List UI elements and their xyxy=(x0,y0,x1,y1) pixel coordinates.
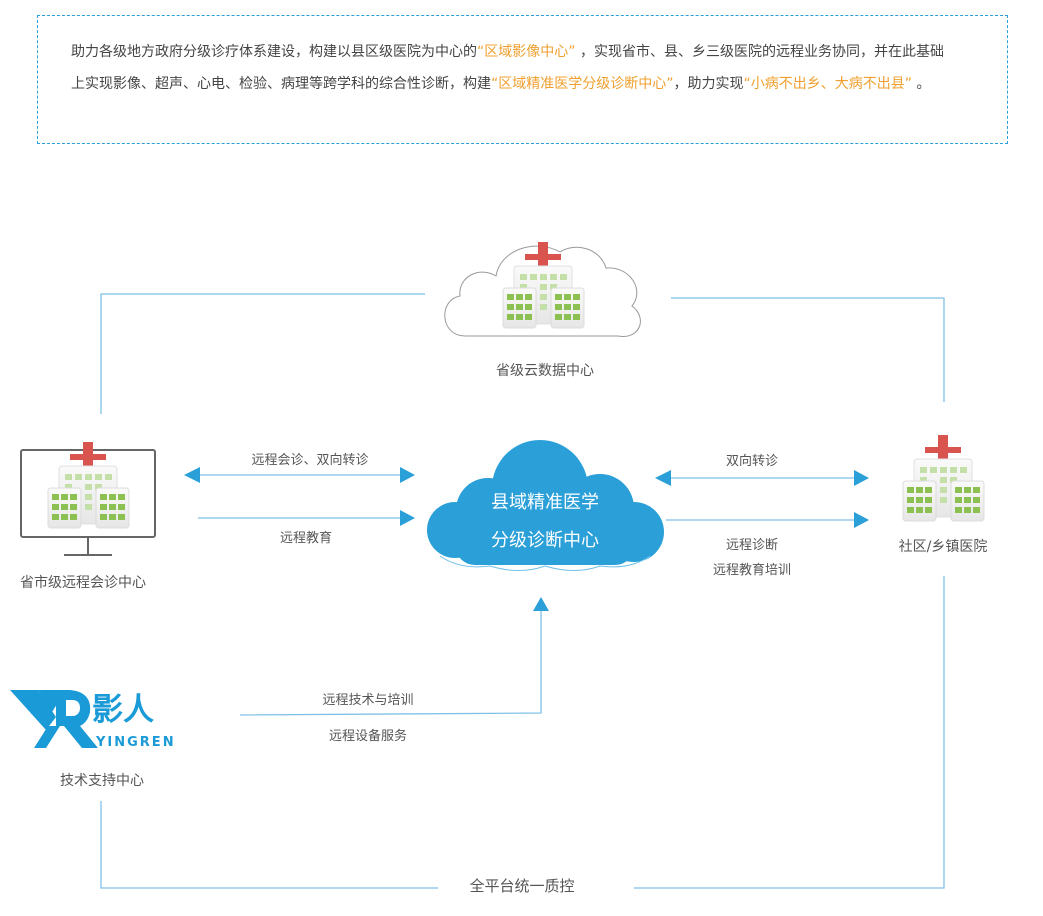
yingren-logo xyxy=(10,690,98,748)
arrowhead-left xyxy=(184,467,200,483)
arrowhead-right xyxy=(400,510,415,526)
arrowhead-right xyxy=(854,512,869,528)
connector-city-to-provincial xyxy=(100,293,425,414)
edge-label-referral: 双向转诊 xyxy=(725,454,779,469)
intro-highlight: “区域精准医学分级诊断中心” xyxy=(491,76,674,92)
city-center-label: 省市级远程会诊中心 xyxy=(20,575,146,591)
provincial-cloud-label: 省级云数据中心 xyxy=(496,363,594,379)
logo-english: YINGREN xyxy=(95,735,176,750)
edge-label-training: 远程教育培训 xyxy=(712,563,792,578)
arrowhead-up xyxy=(533,597,549,611)
intro-segment: 助力各级地方政府分级诊疗体系建设，构建以县区级医院为中心的 xyxy=(71,44,477,60)
intro-box: 助力各级地方政府分级诊疗体系建设，构建以县区级医院为中心的“区域影像中心” ，实… xyxy=(37,15,1008,144)
county-cloud-icon xyxy=(427,440,664,571)
community-hospital-icon xyxy=(902,434,985,522)
community-hospital-label: 社区/乡镇医院 xyxy=(898,539,988,555)
connector-tech-to-county xyxy=(239,610,542,716)
edge-label-tech-training: 远程技术与培训 xyxy=(322,693,414,708)
county-center-line1: 县域精准医学 xyxy=(491,492,599,513)
quality-control-label: 全平台统一质控 xyxy=(459,875,585,896)
connector-tech-quality xyxy=(100,801,438,889)
edge-label-education: 远程教育 xyxy=(279,531,333,546)
logo-chinese: 影人 xyxy=(92,692,154,728)
connector-community-quality xyxy=(634,576,945,889)
intro-segment: ，助力实现 xyxy=(673,76,744,92)
arrowhead-left xyxy=(655,470,671,486)
county-center-label: 县域精准医学 分级诊断中心 xyxy=(491,484,599,560)
edge-label-diagnosis: 远程诊断 xyxy=(725,538,779,553)
edge-label-consult-referral: 远程会诊、双向转诊 xyxy=(251,453,369,468)
connector-provincial-to-community xyxy=(671,297,945,402)
tech-support-label: 技术支持中心 xyxy=(60,773,144,789)
arrowhead-right xyxy=(400,467,415,483)
arrowhead-right xyxy=(854,470,869,486)
edge-label-equipment-service: 远程设备服务 xyxy=(328,729,408,744)
intro-segment: ，实现省市、县、乡三级医院的远程业务协同，并在此基础上实现影像、超声、心电、检验… xyxy=(71,44,944,92)
intro-highlight: “小病不出乡、大病不出县” xyxy=(743,76,913,92)
intro-segment: 。 xyxy=(912,76,931,92)
intro-highlight: “区域影像中心” xyxy=(477,44,576,60)
intro-text: 助力各级地方政府分级诊疗体系建设，构建以县区级医院为中心的“区域影像中心” ，实… xyxy=(71,36,951,100)
county-center-line2: 分级诊断中心 xyxy=(491,530,599,551)
